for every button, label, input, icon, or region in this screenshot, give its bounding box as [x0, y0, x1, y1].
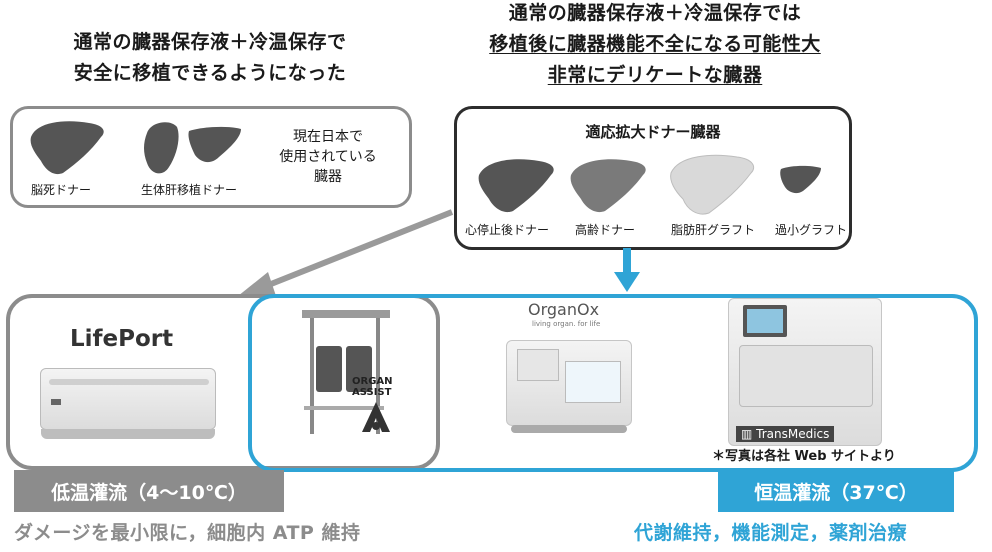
left-heading-line1: 通常の臓器保存液＋冷温保存で	[73, 31, 347, 53]
organox-logo: OrganOx	[528, 300, 600, 319]
note-line2: 使用されている	[279, 149, 377, 165]
transmedics-label: ▥ TransMedics	[736, 426, 835, 442]
organassist-logo-line1: ORGAN	[352, 376, 393, 387]
organassist-logo: ORGAN ASSIST	[352, 376, 393, 398]
right-heading-line2: 移植後に臓器機能不全になる可能性大	[489, 33, 821, 55]
fatty-liver-icon	[670, 154, 755, 215]
organ-label-living-donor: 生体肝移植ドナー	[141, 183, 238, 197]
left-heading-line2: 安全に移植できるようになった	[73, 62, 347, 84]
transmedics-logo: TransMedics	[756, 427, 830, 441]
organ-label-brain-dead: 脳死ドナー	[31, 183, 92, 197]
living-donor-liver-right-icon	[188, 126, 241, 163]
arrow-to-normo-temp	[614, 248, 640, 292]
note-line1: 現在日本で	[293, 129, 363, 145]
organ-label-elderly: 高齢ドナー	[575, 223, 636, 237]
elderly-liver-icon	[570, 159, 646, 213]
brain-dead-liver-icon	[30, 121, 104, 175]
right-heading-line1: 通常の臓器保存液＋冷温保存では	[508, 2, 802, 24]
transmedics-device	[728, 298, 882, 446]
current-organs-box: 脳死ドナー 生体肝移植ドナー 現在日本で 使用されている 臓器	[10, 106, 412, 208]
extended-donor-title: 適応拡大ドナー臓器	[585, 123, 721, 141]
organassist-device	[294, 310, 394, 438]
living-donor-liver-left-icon	[144, 122, 179, 174]
dcd-liver-icon	[478, 159, 554, 213]
organassist-a-mark-icon	[362, 402, 390, 432]
low-temp-frame	[6, 294, 440, 470]
lifeport-device	[40, 368, 216, 439]
normo-temp-caption: 代謝維持，機能測定，薬剤治療	[634, 522, 908, 544]
organ-label-fatty: 脂肪肝グラフト	[671, 223, 756, 237]
small-graft-icon	[780, 165, 821, 194]
extended-donor-box: 適応拡大ドナー臓器 心停止後ドナー 高齢ドナー 脂肪肝グラフト 過小グラフト	[454, 106, 852, 250]
transmedics-logo-icon: ▥	[741, 427, 757, 441]
normo-temp-frame	[248, 294, 978, 472]
organ-label-small: 過小グラフト	[775, 223, 848, 237]
normo-temp-label: 恒温灌流（37℃）	[718, 470, 954, 512]
lifeport-logo: LifePort	[70, 326, 174, 352]
organox-tagline: living organ. for life	[532, 320, 601, 328]
note-line3: 臓器	[314, 169, 342, 185]
organ-label-dcd: 心停止後ドナー	[465, 223, 550, 237]
left-heading: 通常の臓器保存液＋冷温保存で 安全に移植できるようになった	[20, 27, 400, 89]
organassist-logo-line2: ASSIST	[352, 387, 392, 398]
organox-device	[506, 340, 632, 433]
right-heading: 通常の臓器保存液＋冷温保存では 移植後に臓器機能不全になる可能性大 非常にデリケ…	[430, 0, 880, 91]
low-temp-caption: ダメージを最小限に，細胞内 ATP 維持	[14, 522, 361, 544]
photo-source-note: ＊写真は各社 Web サイトより	[712, 449, 896, 464]
low-temp-label: 低温灌流（4～10℃）	[14, 470, 284, 512]
current-organs-note: 現在日本で 使用されている 臓器	[263, 127, 393, 187]
right-heading-line3: 非常にデリケートな臓器	[547, 64, 763, 86]
